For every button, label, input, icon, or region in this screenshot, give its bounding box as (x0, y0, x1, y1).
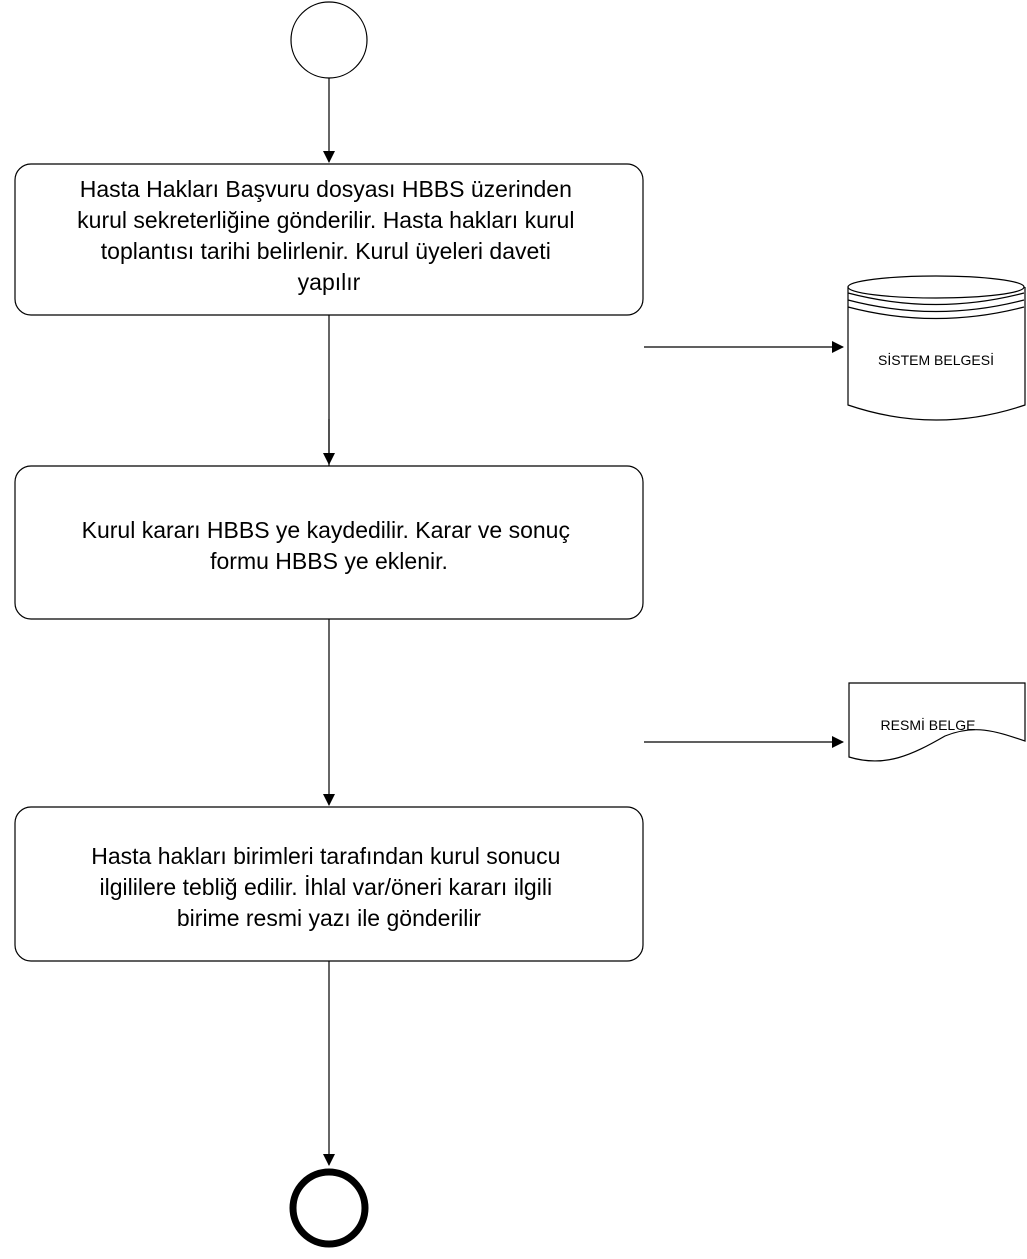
svg-text:Kurul kararı HBBS ye kaydedili: Kurul kararı HBBS ye kaydedilir. Karar v… (82, 517, 577, 574)
end-event (289, 1168, 369, 1248)
step1-line-4: yapılır (298, 269, 361, 295)
official-document-label: RESMİ BELGE (881, 716, 976, 733)
svg-text:Hasta Hakları Başvuru dosyası: Hasta Hakları Başvuru dosyası HBBS üzeri… (77, 176, 581, 295)
process-step-2: Kurul kararı HBBS ye kaydedilir. Karar v… (14, 465, 644, 620)
step1-line-2: kurul sekreterliğine gönderilir. Hasta h… (77, 207, 574, 233)
database-system-document: SİSTEM BELGESİ (847, 275, 1026, 421)
svg-text:Hasta hakları birimleri tarafı: Hasta hakları birimleri tarafından kurul… (91, 843, 567, 931)
process-step-3: Hasta hakları birimleri tarafından kurul… (14, 806, 644, 962)
document-official-document: RESMİ BELGE (848, 682, 1026, 762)
system-document-label: SİSTEM BELGESİ (878, 351, 994, 368)
start-event (290, 1, 368, 79)
step1-line-3: toplantısı tarihi belirlenir. Kurul üyel… (101, 238, 551, 264)
step3-line-3: birime resmi yazı ile gönderilir (177, 905, 482, 931)
step1-line-1: Hasta Hakları Başvuru dosyası HBBS üzeri… (80, 176, 572, 202)
step3-line-1: Hasta hakları birimleri tarafından kurul… (91, 843, 560, 869)
step3-line-2: ilgililere tebliğ edilir. İhlal var/öner… (100, 874, 553, 900)
step2-line-1: Kurul kararı HBBS ye kaydedilir. Karar v… (82, 517, 570, 543)
process-step-1: Hasta Hakları Başvuru dosyası HBBS üzeri… (14, 163, 644, 316)
step2-line-2: formu HBBS ye eklenir. (210, 548, 448, 574)
